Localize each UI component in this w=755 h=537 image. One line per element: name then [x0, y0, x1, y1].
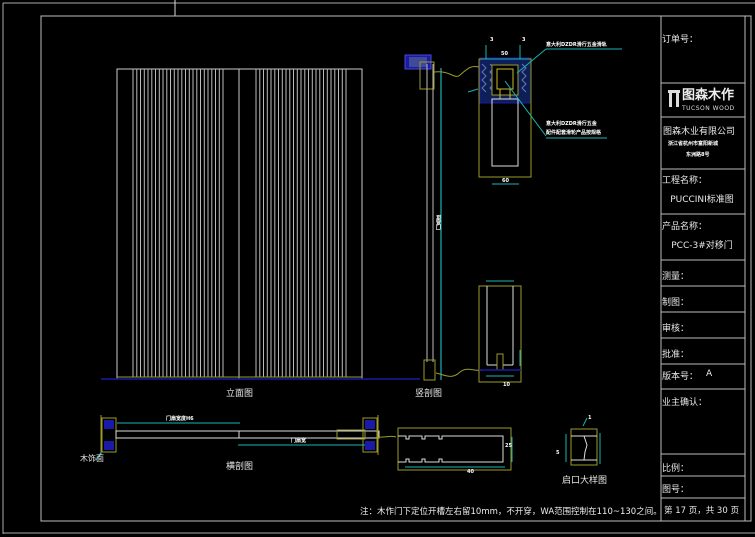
dim-10: 10: [503, 382, 510, 388]
company-address-1: 浙江省杭州市富阳新城: [668, 141, 719, 147]
dim-1: 1: [588, 415, 592, 421]
slats-left: [132, 69, 224, 377]
leader-note-top: [516, 48, 547, 74]
bottom-detail-outline: [478, 285, 522, 383]
logo-mark: [668, 90, 680, 107]
page-info: 第 17 页，共 30 页: [664, 506, 739, 516]
product-value: PCC-3#对移门: [671, 241, 733, 251]
dim-3b: 3: [522, 37, 526, 43]
dim-door-height: 门高度: [436, 215, 442, 230]
scale-label: 比例：: [662, 464, 690, 474]
owner-confirm-label: 业主确认：: [662, 398, 708, 408]
dim-3a: 3: [490, 37, 494, 43]
company-address-2: 东洲路8号: [686, 152, 710, 158]
company-name: 图森木业有限公司: [663, 127, 736, 137]
elevation-label: 立面图: [226, 389, 254, 399]
dim-40: 40: [467, 469, 474, 475]
top-detail-view: [467, 45, 622, 185]
review-label: 审核：: [662, 324, 690, 334]
note-track-top: 意大利DZDR滑行五金滑轨: [546, 42, 607, 48]
drawing-label: 制图：: [662, 298, 690, 308]
logo-text-cn: 图森木作: [682, 88, 735, 103]
product-label: 产品名称：: [662, 222, 708, 232]
survey-label: 测量：: [662, 272, 690, 282]
dim-5: 5: [556, 450, 560, 456]
dim-50: 50: [501, 51, 508, 57]
horizontal-section-label: 横剖图: [226, 462, 254, 472]
order-number-label: 订单号：: [662, 35, 699, 45]
joint-detail-view: [565, 417, 601, 466]
horizontal-section-view: [95, 415, 397, 461]
footer-note: 注：木作门下定位开槽左右留10mm，不开穿，WA范围控制在110~130之间。: [360, 507, 662, 517]
logo-text-en: TUCSON WOOD: [682, 105, 735, 112]
dim-25: 25: [505, 443, 512, 449]
slats-right: [255, 69, 347, 377]
bottom-detail-view: [478, 280, 522, 383]
leader-top: [433, 65, 483, 77]
door-leaves-plan: [115, 430, 380, 439]
elevation-view: [101, 68, 420, 380]
version-value: A: [706, 369, 713, 379]
note-track-mid1: 意大利DZDR滑行五金: [546, 121, 597, 127]
leader-bottom: [435, 368, 483, 377]
approve-label: 批准：: [662, 350, 690, 360]
drawing-number-label: 图号：: [662, 485, 690, 495]
dim-60: 60: [502, 178, 509, 184]
dim-door-width-1: 门扇宽度H6: [166, 416, 194, 422]
bottom-groove-detail: [397, 427, 513, 471]
floor-guide: [423, 359, 436, 381]
leader-note-mid: [504, 80, 547, 137]
dim-door-width-2: 门扇宽: [291, 438, 307, 444]
version-label: 版本号：: [662, 372, 699, 382]
track-profile: [491, 64, 519, 96]
trim-label: 木饰面: [80, 454, 104, 463]
vertical-section-label: 竖剖图: [415, 389, 443, 399]
project-label: 工程名称：: [662, 176, 708, 186]
project-value: PUCCINI标准图: [670, 195, 734, 205]
vertical-section-view: [404, 54, 483, 381]
title-block-grid: [661, 82, 745, 499]
detail-label: 启口大样图: [562, 476, 608, 486]
door-top-profile: [491, 98, 519, 167]
version-row: 版本号： A: [662, 369, 742, 382]
note-track-mid2: 配件配套滑轮产品按规格: [546, 130, 602, 136]
